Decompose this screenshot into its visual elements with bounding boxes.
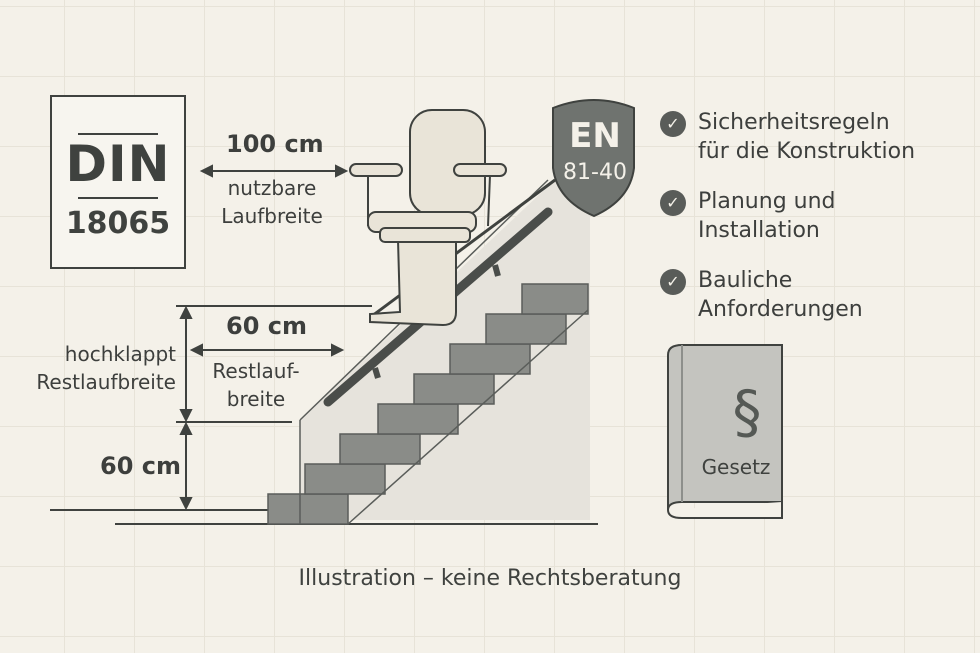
law-book-label: Gesetz [701, 455, 771, 479]
din-rule-middle [78, 197, 158, 199]
folded-label-line1: hochklappt [64, 342, 176, 366]
usable-width-label-line1: nutzbare [227, 176, 317, 200]
check-icon: ✓ [660, 111, 686, 137]
check-item-line2: Anforderungen [698, 297, 863, 322]
remaining-width-label: Restlauf- breite [196, 357, 316, 413]
folded-label: hochklappt Restlaufbreite [20, 340, 176, 396]
en-title: EN [569, 116, 621, 156]
check-icon: ✓ [660, 190, 686, 216]
usable-width-label: nutzbare Laufbreite [212, 174, 332, 230]
remaining-width-value: 60 cm [226, 312, 307, 340]
din-number: 18065 [65, 206, 171, 241]
check-item-safety: ✓ Sicherheitsregeln für die Konstruktion [660, 108, 915, 166]
usable-width-label-line2: Laufbreite [221, 204, 323, 228]
stairs [267, 283, 589, 525]
folded-label-line2: Restlaufbreite [36, 370, 176, 394]
dimension-height [176, 305, 372, 511]
paragraph-icon: § [732, 378, 762, 446]
din-title: DIN [65, 135, 171, 193]
check-item-line1: Planung und [698, 189, 836, 214]
stairlift-chair [349, 109, 507, 327]
dimension-usable-width [199, 164, 349, 178]
remaining-width-label-line1: Restlauf- [212, 359, 300, 383]
din-standard-box: DIN 18065 [50, 95, 186, 269]
check-item-line1: Sicherheitsregeln [698, 110, 890, 135]
disclaimer-footer: Illustration – keine Rechtsberatung [298, 566, 682, 591]
dimension-remaining-width [189, 343, 345, 357]
usable-width-value: 100 cm [226, 130, 324, 158]
checklist: ✓ Sicherheitsregeln für die Konstruktion… [660, 108, 915, 345]
en-shield-icon [552, 99, 635, 218]
check-icon: ✓ [660, 269, 686, 295]
remaining-width-label-line2: breite [226, 387, 286, 411]
check-item-line2: Installation [698, 218, 820, 243]
law-book-icon [667, 344, 783, 519]
din-rule-top [78, 133, 158, 135]
height-value: 60 cm [100, 452, 181, 480]
check-item-building: ✓ Bauliche Anforderungen [660, 266, 915, 324]
en-number: 81-40 [563, 160, 627, 185]
check-item-line1: Bauliche [698, 268, 793, 293]
check-item-planning: ✓ Planung und Installation [660, 187, 915, 245]
check-item-line2: für die Konstruktion [698, 139, 916, 164]
